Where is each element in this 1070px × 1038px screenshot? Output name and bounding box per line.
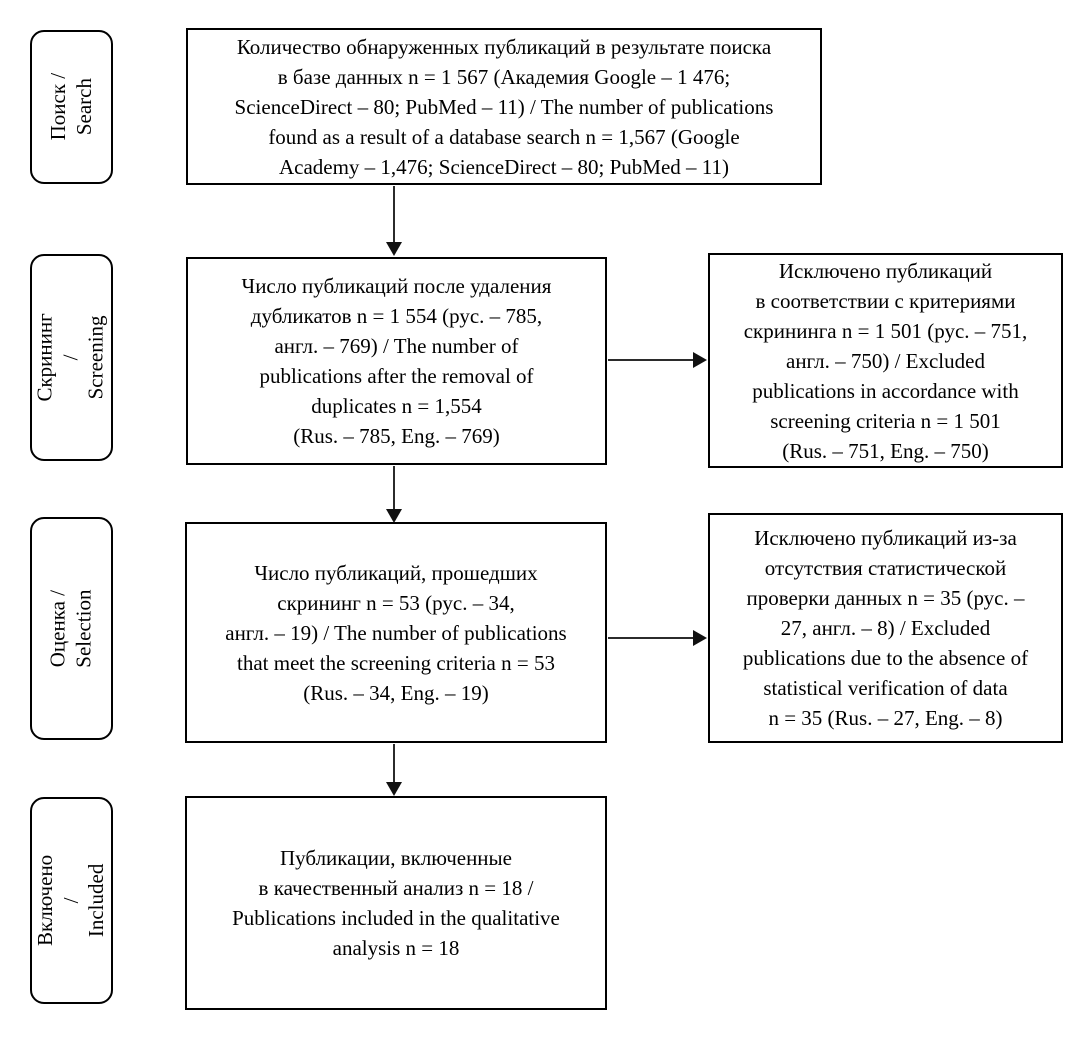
arrow-screening-to-selection-line bbox=[393, 466, 395, 510]
stage-tab-selection: Оценка / Selection bbox=[30, 517, 113, 740]
stage-tab-search-label: Поиск / Search bbox=[45, 73, 96, 141]
stage-tab-selection-label: Оценка / Selection bbox=[45, 589, 96, 668]
flow-box-search-results-text: Количество обнаруженных публикаций в рез… bbox=[234, 34, 774, 179]
flow-box-included-in-analysis-text: Публикации, включенные в качественный ан… bbox=[232, 846, 560, 960]
flow-box-after-deduplication-text: Число публикаций после удаления дубликат… bbox=[241, 274, 552, 448]
arrow-screening-to-excluded-head-icon bbox=[693, 352, 707, 368]
flow-box-passed-screening: Число публикаций, прошедших скрининг n =… bbox=[185, 522, 607, 743]
stage-tab-included-label: Включено / Included bbox=[33, 854, 109, 947]
arrow-selection-to-included-line bbox=[393, 744, 395, 783]
flow-box-search-results: Количество обнаруженных публикаций в рез… bbox=[186, 28, 822, 185]
arrow-selection-to-excluded-head-icon bbox=[693, 630, 707, 646]
stage-tab-screening: Скрининг / Screening bbox=[30, 254, 113, 461]
stage-tab-screening-label: Скрининг / Screening bbox=[33, 313, 109, 402]
flow-box-excluded-screening: Исключено публикаций в соответствии с кр… bbox=[708, 253, 1063, 468]
arrow-search-to-screening-head-icon bbox=[386, 242, 402, 256]
arrow-screening-to-excluded-line bbox=[608, 359, 694, 361]
arrow-selection-to-excluded-line bbox=[608, 637, 694, 639]
stage-tab-search: Поиск / Search bbox=[30, 30, 113, 184]
flow-box-passed-screening-text: Число публикаций, прошедших скрининг n =… bbox=[225, 560, 567, 705]
flow-box-excluded-screening-text: Исключено публикаций в соответствии с кр… bbox=[743, 258, 1028, 463]
arrow-screening-to-selection-head-icon bbox=[386, 509, 402, 523]
flow-box-after-deduplication: Число публикаций после удаления дубликат… bbox=[186, 257, 607, 465]
flow-box-included-in-analysis: Публикации, включенные в качественный ан… bbox=[185, 796, 607, 1010]
flow-box-excluded-selection-text: Исключено публикаций из-за отсутствия ст… bbox=[742, 526, 1029, 730]
stage-tab-included: Включено / Included bbox=[30, 797, 113, 1004]
arrow-search-to-screening-line bbox=[393, 186, 395, 242]
arrow-selection-to-included-head-icon bbox=[386, 782, 402, 796]
flow-box-excluded-selection: Исключено публикаций из-за отсутствия ст… bbox=[708, 513, 1063, 743]
